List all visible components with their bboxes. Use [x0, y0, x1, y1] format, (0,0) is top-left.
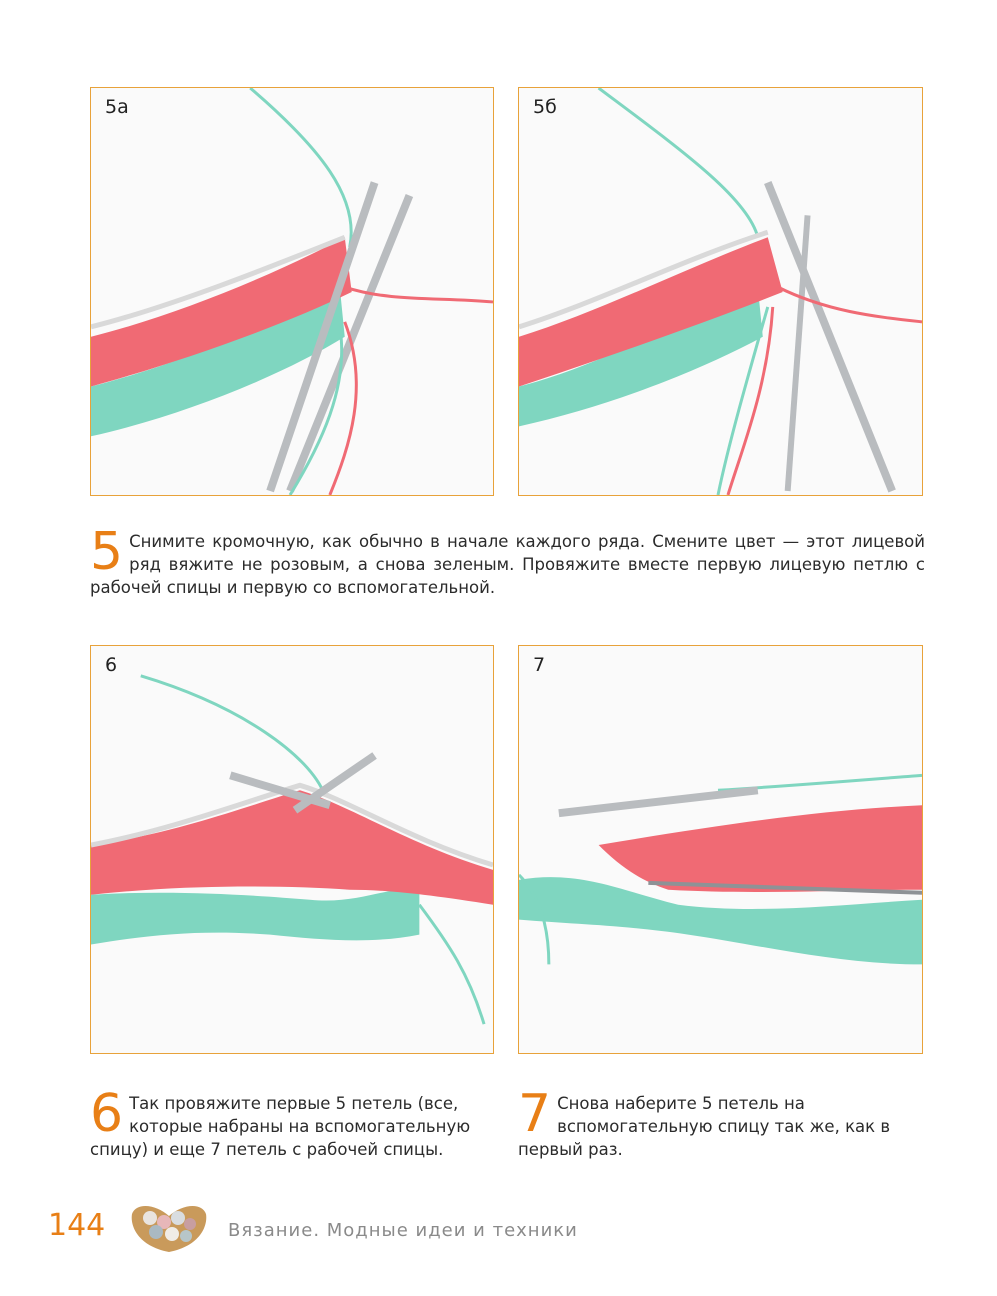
- step-6-instruction: 6 Так провяжите первые 5 петель (все, ко…: [90, 1084, 490, 1161]
- photo-step-7: 7: [518, 645, 923, 1054]
- step-7-instruction: 7 Снова наберите 5 петель на вспомогател…: [518, 1084, 918, 1161]
- step-number: 7: [518, 1084, 552, 1144]
- photo-label: 5б: [533, 96, 557, 118]
- book-title: Вязание. Модные идеи и техники: [228, 1220, 578, 1241]
- step-number: 6: [90, 1084, 124, 1144]
- photo-step-5b: 5б: [518, 87, 923, 496]
- step-text: Снова наберите 5 петель на вспомогательн…: [518, 1094, 891, 1159]
- photo-label: 7: [533, 654, 546, 676]
- step-text: Так провяжите первые 5 петель (все, кото…: [90, 1094, 471, 1159]
- photo-step-6: 6: [90, 645, 494, 1054]
- knitting-illustration: [91, 674, 493, 1025]
- photo-step-5a: 5а: [90, 87, 494, 496]
- yarn-basket-icon: [131, 1205, 207, 1252]
- knitting-illustration: [91, 88, 493, 495]
- knitting-illustration: [519, 88, 922, 495]
- knitting-illustration: [519, 773, 922, 965]
- photo-label: 6: [105, 654, 118, 676]
- photo-label: 5а: [105, 96, 129, 118]
- page-number: 144: [48, 1208, 106, 1243]
- step-number: 5: [90, 522, 124, 582]
- step-5-instruction: 5 Снимите кромочную, как обычно в начале…: [90, 522, 925, 599]
- step-text: Снимите кромочную, как обычно в начале к…: [90, 532, 925, 597]
